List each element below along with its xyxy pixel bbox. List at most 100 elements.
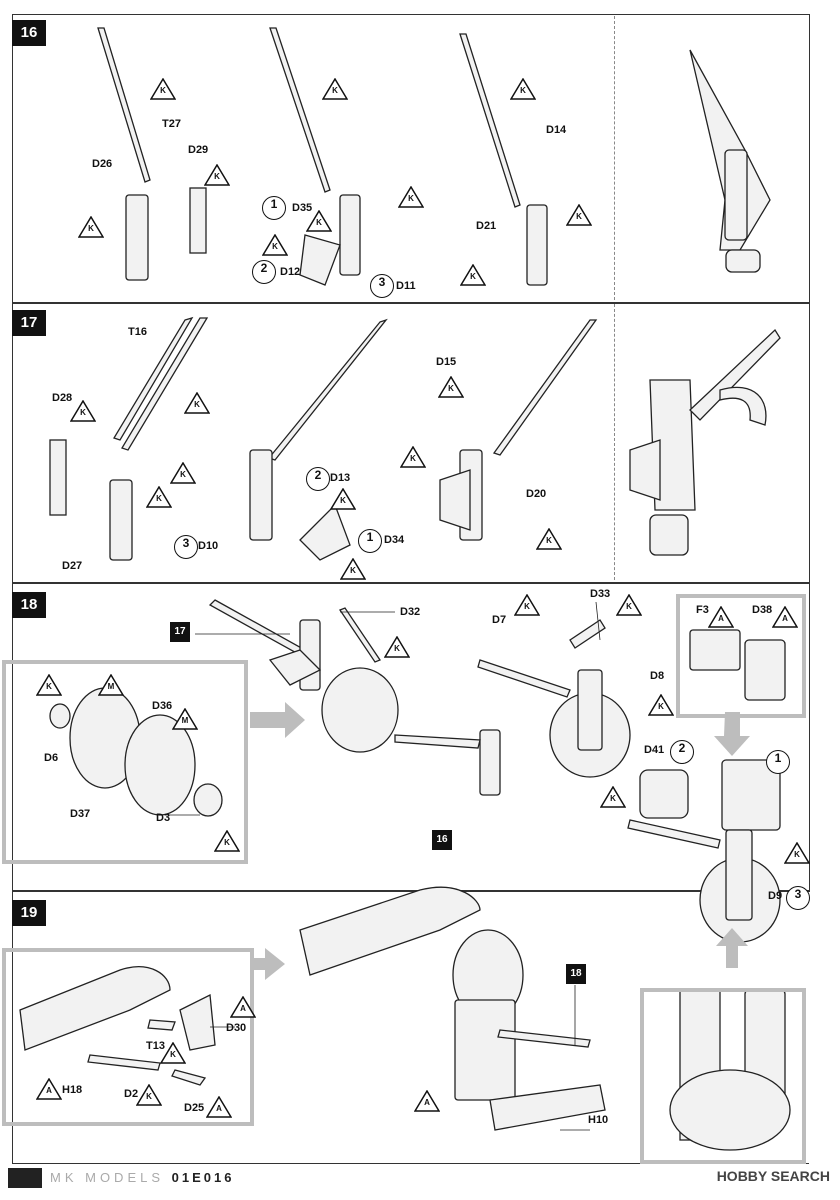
paint-code-k: K (146, 486, 172, 508)
paint-code-k: K (384, 636, 410, 658)
paint-code-k: K (184, 392, 210, 414)
paint-code-k: K (340, 558, 366, 580)
step-reference: 16 (432, 830, 452, 850)
step-badge-19: 19 (12, 900, 46, 926)
paint-code-k: K (136, 1084, 162, 1106)
kit-code: 01E016 (171, 1170, 235, 1185)
part-label: D7 (492, 614, 507, 626)
step-badge-16: 16 (12, 20, 46, 46)
sub-step-marker: 3 (370, 274, 394, 298)
part-label: D15 (436, 356, 457, 368)
paint-code-k: K (78, 216, 104, 238)
detail-inset-wheel (2, 660, 248, 864)
part-label: D14 (546, 124, 567, 136)
paint-code-k: K (460, 264, 486, 286)
paint-code-k: K (648, 694, 674, 716)
paint-code-k: K (784, 842, 810, 864)
step-badge-18: 18 (12, 592, 46, 618)
part-label: D20 (526, 488, 547, 500)
part-label: D35 (292, 202, 313, 214)
part-label: D29 (188, 144, 209, 156)
detail-inset-door (676, 594, 806, 718)
part-label: D2 (124, 1088, 139, 1100)
paint-code-k: K (170, 462, 196, 484)
step-frame-16 (12, 14, 810, 304)
paint-code-a: A (36, 1078, 62, 1100)
paint-code-k: K (514, 594, 540, 616)
part-label: D36 (152, 700, 173, 712)
paint-code-k: K (510, 78, 536, 100)
step-reference: 17 (170, 622, 190, 642)
part-label: D11 (396, 280, 416, 292)
paint-code-a: A (414, 1090, 440, 1112)
part-label: D25 (184, 1102, 205, 1114)
step-frame-18 (12, 582, 810, 892)
part-label: D12 (280, 266, 301, 278)
part-label: D10 (198, 540, 219, 552)
paint-code-m: M (172, 708, 198, 730)
part-label: D13 (330, 472, 351, 484)
part-label: D30 (226, 1022, 247, 1034)
paint-code-k: K (262, 234, 288, 256)
paint-code-m: M (98, 674, 124, 696)
divider-17 (614, 304, 615, 580)
sub-step-marker: 2 (306, 467, 330, 491)
paint-code-a: A (772, 606, 798, 628)
paint-code-k: K (600, 786, 626, 808)
paint-code-k: K (566, 204, 592, 226)
part-label: D41 (644, 744, 665, 756)
step-frame-17 (12, 302, 810, 584)
sub-step-marker: 3 (786, 886, 810, 910)
paint-code-k: K (70, 400, 96, 422)
paint-code-k: K (536, 528, 562, 550)
paint-code-k: K (204, 164, 230, 186)
paint-code-k: K (36, 674, 62, 696)
part-label: D28 (52, 392, 73, 404)
step-reference: 18 (566, 964, 586, 984)
part-label: T13 (146, 1040, 165, 1052)
paint-code-k: K (398, 186, 424, 208)
paint-code-a: A (708, 606, 734, 628)
paint-code-k: K (330, 488, 356, 510)
part-label: D37 (70, 808, 91, 820)
paint-code-k: K (150, 78, 176, 100)
paint-code-a: A (206, 1096, 232, 1118)
paint-code-k: K (400, 446, 426, 468)
part-label: F3 (696, 604, 709, 616)
part-label: T27 (162, 118, 181, 130)
brand-name: MK MODELS (50, 1170, 165, 1185)
paint-code-k: K (616, 594, 642, 616)
part-label: D21 (476, 220, 497, 232)
sub-step-marker: 3 (174, 535, 198, 559)
footer-brand: MK MODELS 01E016 (50, 1170, 234, 1185)
watermark: HOBBY SEARCH (716, 1168, 830, 1184)
brand-logo (8, 1168, 42, 1188)
step-badge-17: 17 (12, 310, 46, 336)
part-label: D33 (590, 588, 611, 600)
paint-code-k: K (322, 78, 348, 100)
part-label: H18 (62, 1084, 83, 1096)
paint-code-a: A (230, 996, 256, 1018)
part-label: D27 (62, 560, 83, 572)
part-label: D34 (384, 534, 405, 546)
sub-step-marker: 1 (358, 529, 382, 553)
paint-code-k: K (438, 376, 464, 398)
sub-step-marker: 2 (670, 740, 694, 764)
part-label: D32 (400, 606, 421, 618)
sub-step-marker: 2 (252, 260, 276, 284)
part-label: D26 (92, 158, 113, 170)
detail-inset-fender (2, 948, 254, 1126)
part-label: D8 (650, 670, 665, 682)
divider-16 (614, 16, 615, 300)
detail-inset-photo (640, 988, 806, 1164)
sub-step-marker: 1 (766, 750, 790, 774)
paint-code-k: K (214, 830, 240, 852)
part-label: H10 (588, 1114, 609, 1126)
part-label: D6 (44, 752, 59, 764)
paint-code-k: K (306, 210, 332, 232)
part-label: D3 (156, 812, 171, 824)
step-frame-19 (12, 890, 809, 1164)
paint-code-k: K (160, 1042, 186, 1064)
